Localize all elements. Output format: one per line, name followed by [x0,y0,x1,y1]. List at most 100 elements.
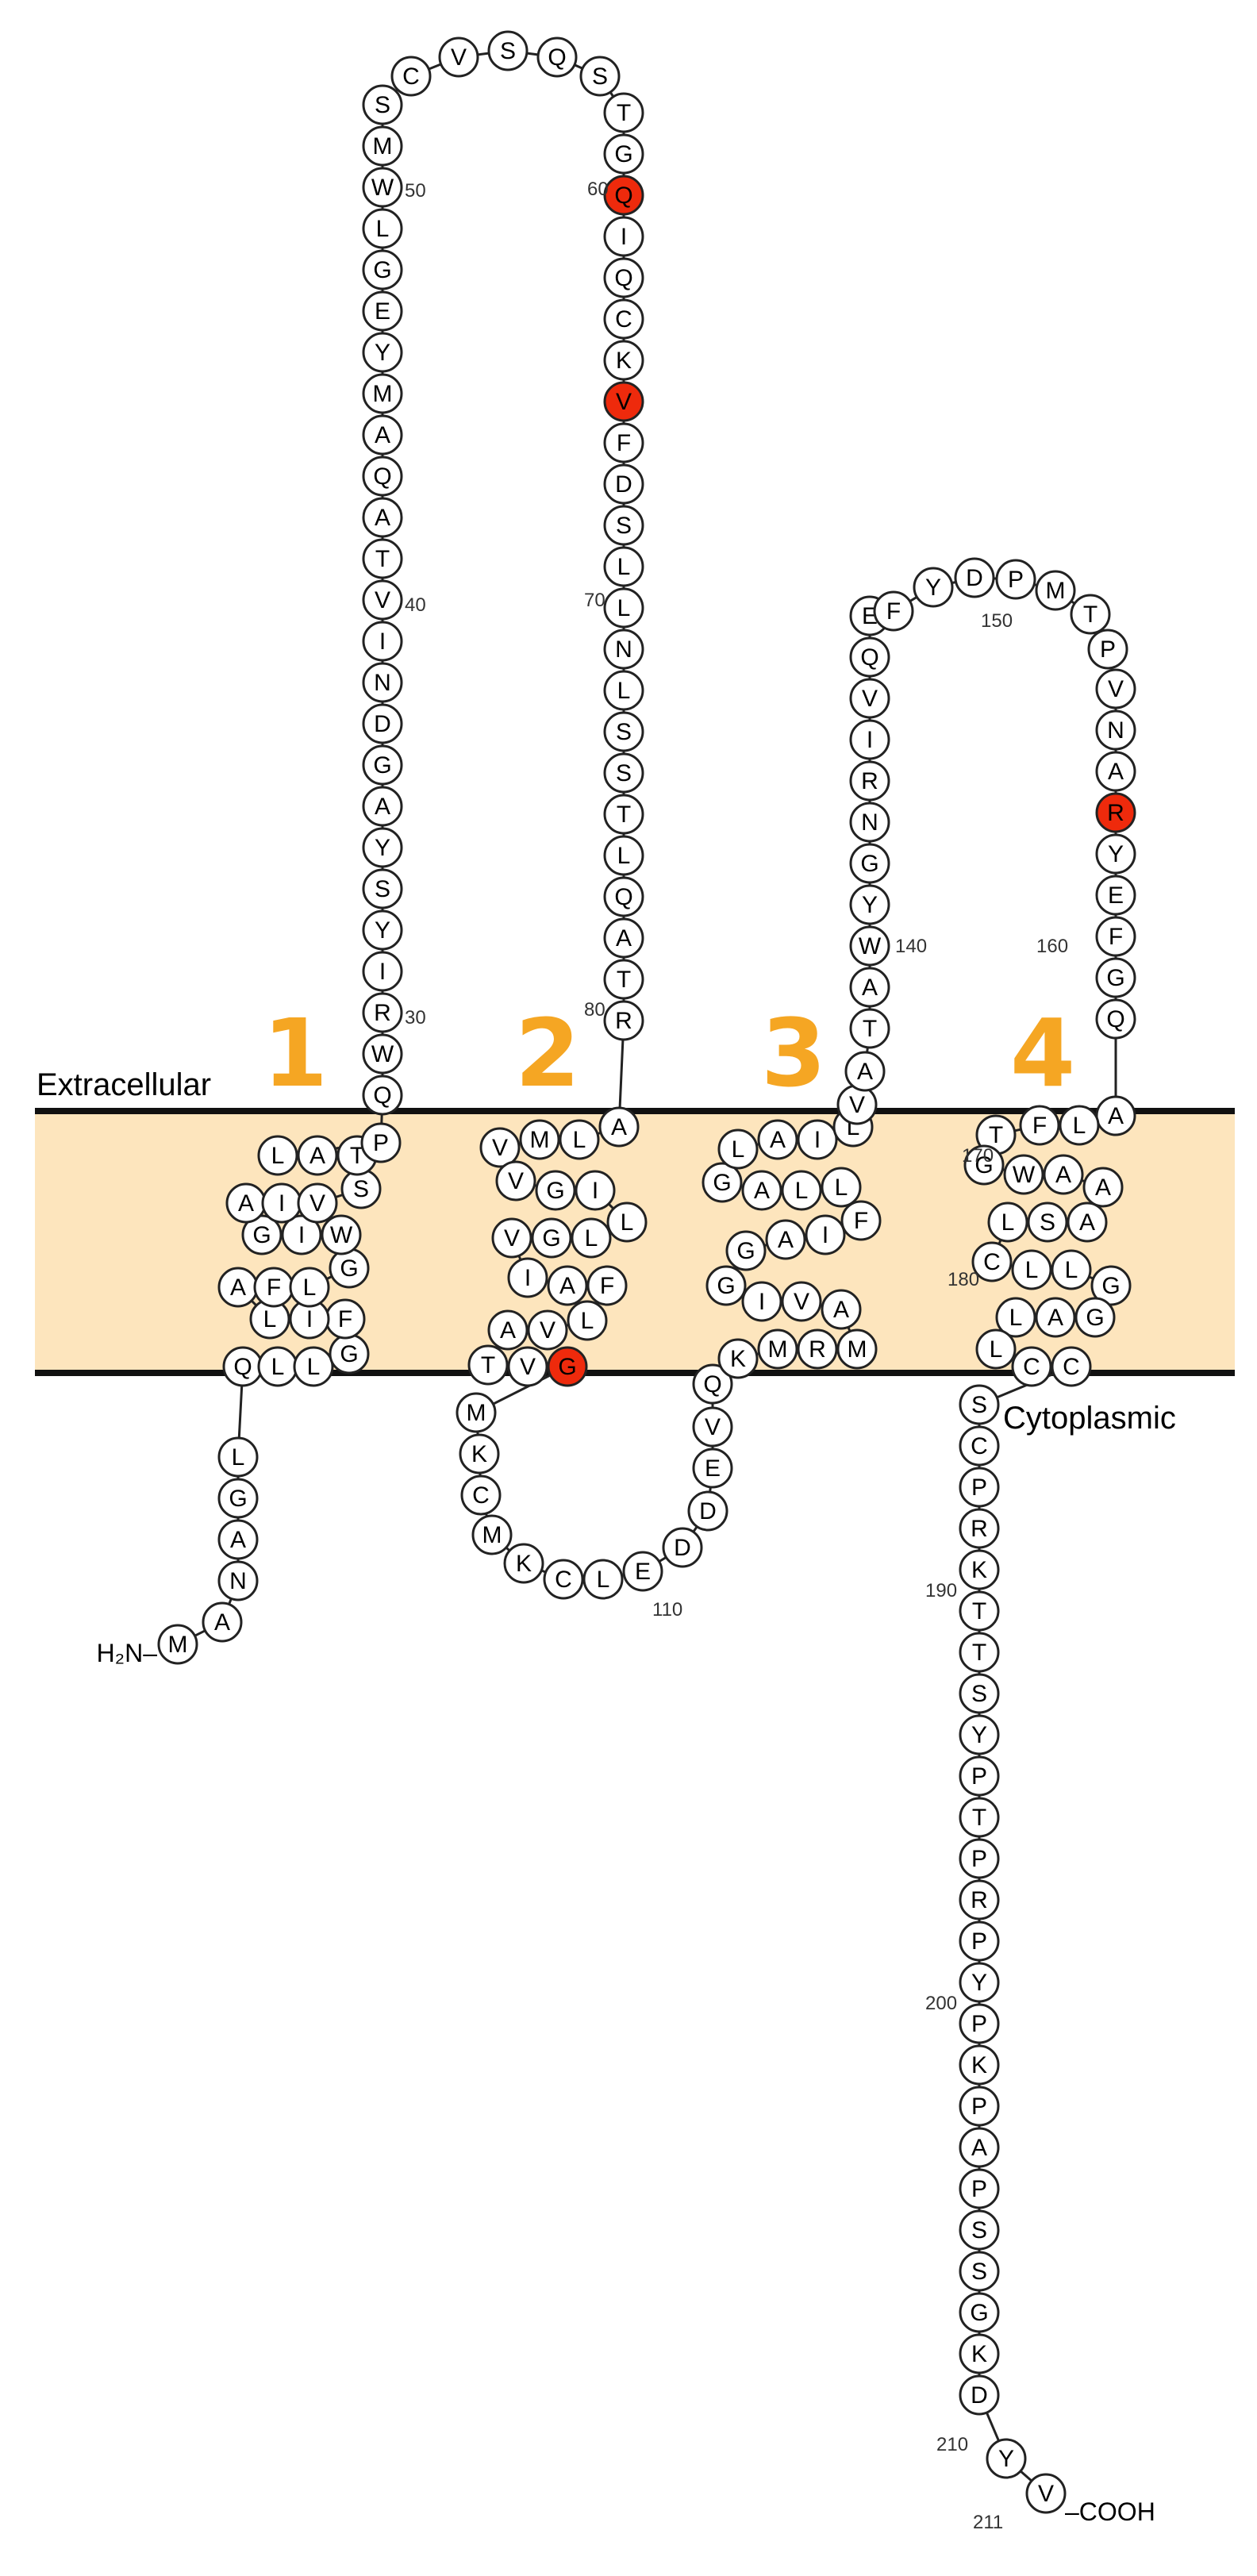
residue-letter-206: S [971,2259,987,2285]
residue-61: Q [603,175,644,216]
residue-letter-151: P [1008,567,1024,593]
residue-circle-211 [1025,2473,1067,2514]
residue-211: V [1025,2473,1067,2514]
residue-152: M [1035,570,1076,611]
residue-62: I [603,216,644,257]
residue-circle-106 [503,1543,544,1584]
residue-letter-152: M [1046,578,1066,604]
residue-circle-23 [297,1182,338,1224]
residue-letter-184: C [1063,1354,1080,1380]
residue-letter-5: G [229,1486,247,1512]
residue-circle-187 [959,1467,1000,1508]
residue-letter-117: R [809,1336,826,1363]
residue-letter-78: Q [614,884,632,910]
residue-letter-46: M [373,381,393,407]
residue-circle-123 [725,1230,767,1271]
residue-184: C [1051,1346,1092,1387]
residue-85: V [479,1127,521,1168]
position-label-140: 140 [895,936,927,957]
residue-circle-166 [1019,1105,1060,1146]
residue-45: A [362,414,403,456]
residue-circle-27 [257,1135,298,1176]
residue-letter-2: A [214,1609,230,1636]
residue-circle-148 [873,590,914,632]
residue-circle-189 [959,1549,1000,1590]
residue-circle-84 [519,1119,560,1160]
residue-135: V [836,1084,878,1125]
residue-circle-204 [959,2168,1000,2209]
residue-letter-91: G [542,1225,560,1251]
residue-circle-37 [362,744,403,786]
residue-55: V [438,37,479,78]
residue-letter-170: A [1055,1162,1071,1188]
residue-circle-107 [543,1559,584,1600]
residue-circle-90 [571,1217,612,1259]
position-label-70: 70 [584,590,605,611]
residue-209: D [959,2374,1000,2416]
helix-number-1: 1 [263,998,328,1108]
residue-circle-170 [1043,1154,1084,1195]
residue-letter-13: L [263,1306,277,1332]
residue-letter-118: M [848,1336,867,1363]
residue-39: N [362,662,403,703]
residue-letter-203: A [971,2135,987,2161]
helix-number-2: 2 [515,998,580,1108]
residue-letter-174: L [1001,1209,1015,1236]
residue-circle-160 [1095,875,1136,916]
residue-154: P [1087,629,1128,670]
residue-letter-17: G [340,1255,358,1282]
residue-letter-37: G [373,752,391,779]
residue-letter-93: I [525,1265,531,1291]
residue-letter-52: M [373,133,393,160]
residue-circle-80 [603,959,644,1000]
residue-6: L [217,1436,259,1478]
residue-letter-80: T [617,967,631,993]
residue-circle-115 [717,1338,759,1379]
residue-141: G [849,843,890,884]
residue-195: T [959,1797,1000,1838]
residue-letter-133: I [814,1127,821,1153]
residue-letter-108: L [597,1567,610,1593]
residue-204: P [959,2168,1000,2209]
residue-circle-33 [362,909,403,951]
residue-137: T [849,1008,890,1049]
residue-circle-208 [959,2333,1000,2374]
residue-71: L [603,587,644,629]
residue-148: F [873,590,914,632]
residue-letter-126: F [854,1208,868,1234]
residue-68: D [603,463,644,505]
residue-letter-53: S [375,92,390,118]
residue-159: Y [1095,833,1136,875]
residue-letter-109: E [635,1559,651,1585]
residue-letter-16: L [303,1275,317,1301]
residue-letter-77: L [617,843,631,869]
residue-circle-192 [959,1673,1000,1714]
residue-circle-65 [603,340,644,381]
residue-circle-36 [362,786,403,827]
residue-circle-185 [959,1384,1000,1425]
residue-letter-90: L [585,1225,598,1251]
residue-letter-200: P [971,2011,987,2037]
residue-letter-176: L [1025,1257,1039,1283]
residue-186: C [959,1425,1000,1467]
residue-circle-64 [603,298,644,340]
residue-letter-165: L [1073,1113,1086,1139]
residue-letter-178: G [1101,1273,1120,1299]
residue-letter-156: N [1107,717,1124,744]
residue-circle-149 [913,567,954,608]
residue-163: Q [1095,998,1136,1040]
residue-177: L [1051,1249,1092,1290]
residue-circle-177 [1051,1249,1092,1290]
residue-96: L [567,1300,608,1341]
residue-112: E [692,1448,733,1489]
residue-circle-41 [362,579,403,621]
residue-116: M [757,1328,798,1370]
residue-letter-160: E [1108,882,1124,909]
residue-circle-112 [692,1448,733,1489]
residue-letter-65: K [616,348,632,374]
residue-208: K [959,2333,1000,2374]
residue-circle-143 [849,760,890,802]
residue-10: G [329,1333,370,1375]
residue-77: L [603,835,644,876]
residue-letter-30: W [371,1041,394,1067]
